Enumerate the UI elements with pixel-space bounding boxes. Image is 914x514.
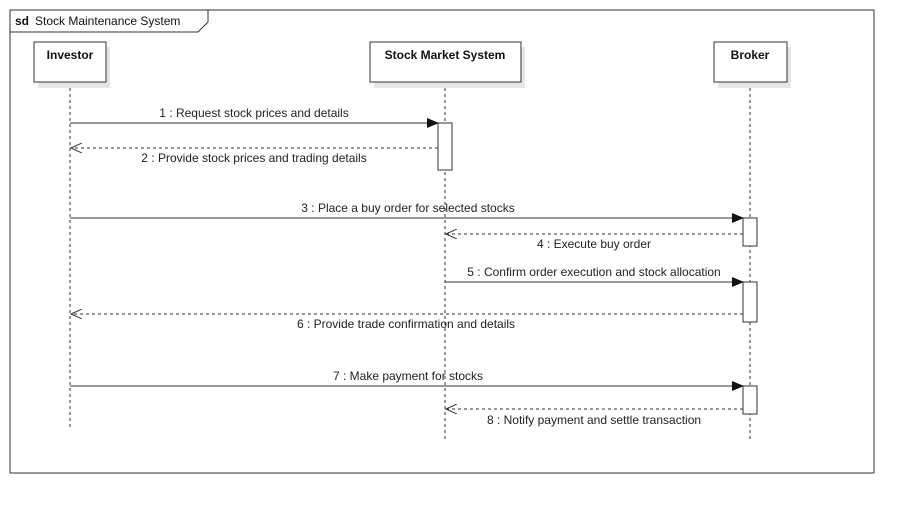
activation-bars	[437, 122, 758, 415]
message-5[interactable]: 5 : Confirm order execution and stock al…	[445, 265, 744, 287]
message-8[interactable]: 8 : Notify payment and settle transactio…	[446, 409, 743, 427]
message-label: 2 : Provide stock prices and trading det…	[141, 151, 366, 165]
activation-bar	[742, 385, 758, 415]
lifeline-market[interactable]: Stock Market System	[369, 41, 525, 88]
message-6[interactable]: 6 : Provide trade confirmation and detai…	[71, 314, 743, 331]
lifeline-broker-name: Broker	[731, 48, 770, 62]
lifeline-investor-name: Investor	[47, 48, 94, 62]
message-label: 1 : Request stock prices and details	[159, 106, 348, 120]
message-label: 8 : Notify payment and settle transactio…	[487, 413, 701, 427]
activation-bar	[742, 281, 758, 323]
message-label: 7 : Make payment for stocks	[333, 369, 483, 383]
message-label: 4 : Execute buy order	[537, 237, 651, 251]
lifeline-investor[interactable]: Investor	[33, 41, 110, 88]
diagram-frame: sd Stock Maintenance System	[9, 9, 875, 474]
message-7[interactable]: 7 : Make payment for stocks	[70, 369, 744, 391]
lifeline-lines	[69, 82, 751, 440]
activation-bar	[437, 122, 453, 171]
message-label: 6 : Provide trade confirmation and detai…	[297, 317, 515, 331]
message-3[interactable]: 3 : Place a buy order for selected stock…	[70, 201, 744, 223]
lifeline-market-name: Stock Market System	[385, 48, 506, 62]
activation-bar	[742, 217, 758, 247]
frame-title: Stock Maintenance System	[35, 14, 180, 28]
frame-keyword: sd	[15, 14, 29, 28]
message-label: 3 : Place a buy order for selected stock…	[301, 201, 514, 215]
message-2[interactable]: 2 : Provide stock prices and trading det…	[71, 148, 438, 165]
message-4[interactable]: 4 : Execute buy order	[446, 234, 743, 251]
frame-tab	[10, 10, 209, 33]
message-1[interactable]: 1 : Request stock prices and details	[70, 106, 439, 128]
lifeline-broker[interactable]: Broker	[713, 41, 791, 88]
message-label: 5 : Confirm order execution and stock al…	[467, 265, 720, 279]
